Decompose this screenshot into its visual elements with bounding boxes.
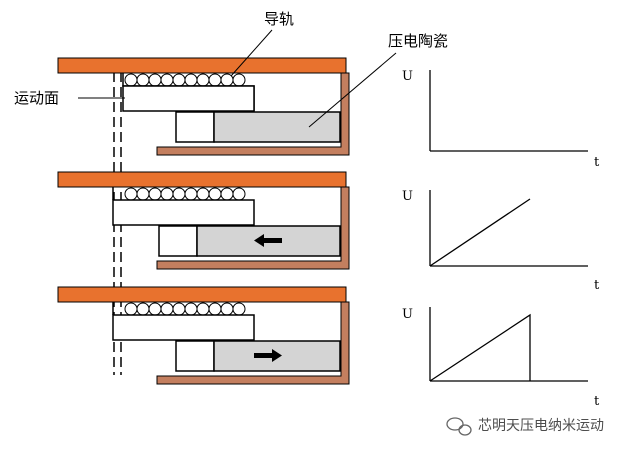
graph-u-label: U [402, 307, 413, 322]
label-piezo-ceramic: 压电陶瓷 [388, 32, 448, 50]
leader-guide-rail [230, 29, 273, 77]
piezo-clamp [158, 225, 198, 257]
stage-3 [57, 286, 350, 385]
piezo-clamp [175, 340, 215, 372]
graph-u-label: U [402, 189, 413, 204]
stage-1 [57, 57, 350, 156]
guide-rail-bar [57, 286, 347, 303]
graph-sawtooth-line [429, 313, 531, 382]
graph-t-label: t [594, 278, 600, 293]
graph-ramp: U t [402, 189, 600, 293]
ball-bearings [124, 187, 246, 201]
ball-bearings [124, 73, 246, 87]
watermark-text: 芯明天压电纳米运动 [478, 418, 604, 434]
frame-bracket [156, 72, 350, 156]
graph-step: U t [402, 69, 600, 170]
guide-rail-bar [57, 171, 347, 188]
frame-bracket [156, 186, 350, 270]
graph-sawtooth: U t [402, 307, 600, 409]
graph-u-label: U [402, 69, 413, 84]
graph-t-label: t [594, 155, 600, 170]
graph-t-label: t [594, 394, 600, 409]
watermark-logo-icon [446, 417, 472, 436]
piezo-ceramic [213, 111, 341, 143]
label-guide-rail: 导轨 [264, 10, 294, 28]
graph-ramp-line [429, 198, 531, 267]
leader-piezo-ceramic [308, 52, 397, 128]
stage-2 [57, 171, 350, 270]
label-moving-surface: 运动面 [14, 89, 59, 107]
guide-rail-bar [57, 57, 347, 74]
piezo-clamp [175, 111, 215, 143]
piezo-ceramic [196, 225, 341, 257]
arrow-right-icon [254, 349, 282, 362]
moving-block [112, 199, 255, 226]
frame-bracket [156, 301, 350, 385]
moving-block [112, 314, 255, 341]
ball-bearings [124, 302, 246, 316]
moving-block [122, 85, 255, 112]
arrow-left-icon [254, 234, 282, 247]
